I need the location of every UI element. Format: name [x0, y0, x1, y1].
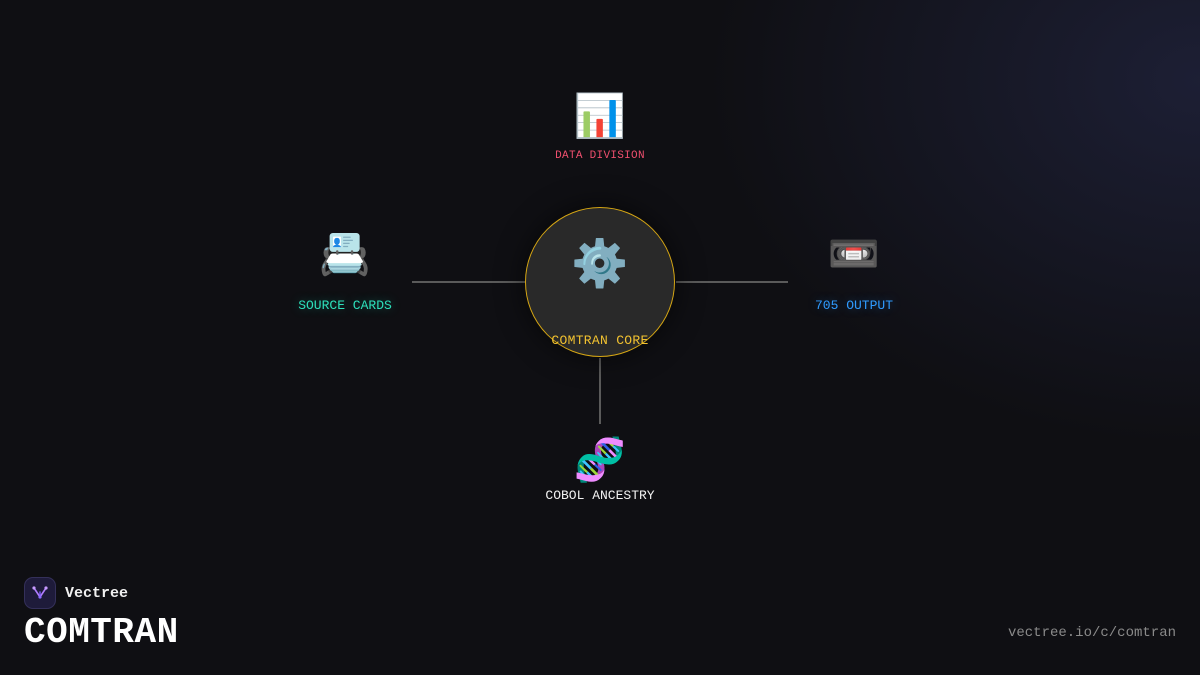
brand: Vectree [24, 577, 128, 609]
node-cobol-ancestry[interactable]: 🧬 COBOL ANCESTRY [520, 442, 680, 503]
node-source-cards[interactable]: 📇 SOURCE CARDS [265, 236, 425, 313]
node-705-output-label: 705 OUTPUT [814, 298, 893, 313]
node-cobol-ancestry-label: COBOL ANCESTRY [545, 488, 655, 503]
gear-icon: ⚙️ [571, 241, 629, 293]
bar-chart-icon: 📊 [573, 95, 627, 143]
node-data-division-label: DATA DIVISION [555, 150, 645, 162]
card-file-box-icon: 📇 [318, 233, 372, 281]
connector-core-cobol [599, 358, 601, 424]
node-705-output[interactable]: 📼 705 OUTPUT [774, 236, 934, 313]
node-comtran-core[interactable]: ⚙️ COMTRAN CORE [525, 207, 675, 357]
node-data-division[interactable]: 📊 DATA DIVISION [520, 98, 680, 162]
connector-source-core [412, 281, 525, 283]
vectree-logo-icon [24, 577, 56, 609]
dna-icon: 🧬 [573, 439, 627, 487]
videocassette-icon: 📼 [827, 233, 881, 281]
brand-name: Vectree [65, 584, 129, 602]
connector-core-output [676, 281, 788, 283]
page-title: COMTRAN [24, 612, 179, 653]
node-source-cards-label: SOURCE CARDS [298, 298, 392, 313]
source-url[interactable]: vectree.io/c/comtran [1007, 625, 1176, 641]
node-comtran-core-label: COMTRAN CORE [551, 333, 649, 348]
